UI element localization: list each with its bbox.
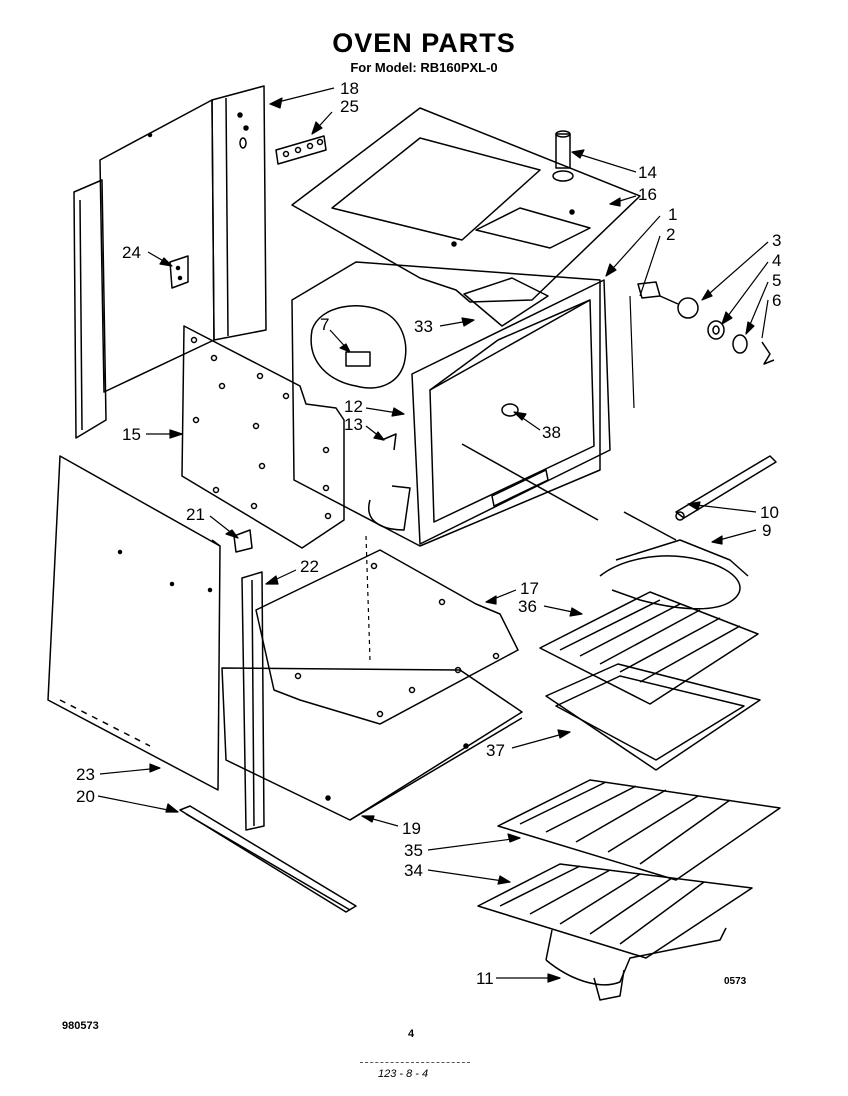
bake-element-bracket bbox=[368, 485, 411, 531]
bake-element-11 bbox=[545, 927, 727, 1001]
callout-9: 9 bbox=[762, 521, 771, 540]
terminal-block-25 bbox=[275, 135, 327, 165]
revision-divider bbox=[360, 1062, 470, 1063]
callout-2: 2 bbox=[666, 225, 675, 244]
model-subtitle: For Model: RB160PXL-0 bbox=[350, 60, 498, 75]
bottom-panel-17 bbox=[255, 549, 519, 725]
callout-34: 34 bbox=[404, 861, 423, 880]
callout-14: 14 bbox=[638, 163, 657, 182]
thermostat-bulb-13 bbox=[381, 433, 397, 451]
callout-18: 18 bbox=[340, 79, 359, 98]
lens-clip-6 bbox=[761, 341, 775, 365]
callout-25: 25 bbox=[340, 97, 359, 116]
callout-37: 37 bbox=[486, 741, 505, 760]
diagram-code: 0573 bbox=[724, 976, 747, 987]
callout-38: 38 bbox=[542, 423, 561, 442]
callout-labels: 18 25 14 16 1 2 3 4 5 6 24 7 33 12 13 38… bbox=[76, 79, 781, 988]
page-title: OVEN PARTS bbox=[332, 28, 516, 58]
broiler-pan-37 bbox=[545, 663, 761, 771]
callout-24: 24 bbox=[122, 243, 141, 262]
light-gasket-4 bbox=[707, 320, 725, 340]
callout-35: 35 bbox=[404, 841, 423, 860]
callout-21: 21 bbox=[186, 505, 205, 524]
callout-17: 17 bbox=[520, 579, 539, 598]
leader-lines bbox=[97, 87, 769, 983]
callout-10: 10 bbox=[760, 503, 779, 522]
callout-33: 33 bbox=[414, 317, 433, 336]
oven-rack-34 bbox=[477, 863, 753, 959]
oven-cavity-1 bbox=[291, 261, 611, 547]
callout-7: 7 bbox=[320, 315, 329, 334]
callout-11: 11 bbox=[476, 969, 494, 988]
callout-23: 23 bbox=[76, 765, 95, 784]
rear-panel-18 bbox=[211, 85, 267, 341]
light-bulb-3 bbox=[659, 295, 699, 319]
document-number: 980573 bbox=[62, 1020, 99, 1032]
callout-6: 6 bbox=[772, 291, 781, 310]
callout-12: 12 bbox=[344, 397, 363, 416]
side-panel-15 bbox=[181, 325, 345, 549]
callout-4: 4 bbox=[772, 251, 781, 270]
side-panel-left bbox=[73, 99, 215, 439]
clip-21 bbox=[233, 529, 253, 553]
front-panel-23 bbox=[47, 455, 221, 791]
top-panel-16 bbox=[291, 107, 641, 327]
callout-36: 36 bbox=[518, 597, 537, 616]
vent-tube-14 bbox=[552, 130, 574, 182]
callout-1: 1 bbox=[668, 205, 677, 224]
revision-code: 123 - 8 - 4 bbox=[378, 1068, 429, 1080]
bake-element-9 bbox=[599, 511, 749, 610]
callout-19: 19 bbox=[402, 819, 421, 838]
trim-strip-20 bbox=[179, 805, 357, 913]
callout-16: 16 bbox=[638, 185, 657, 204]
broiler-grid-36 bbox=[539, 591, 759, 705]
broil-element-10 bbox=[675, 455, 777, 521]
insulation-cutaway bbox=[310, 305, 407, 389]
light-lens-5 bbox=[732, 334, 748, 354]
oven-light-socket-2 bbox=[637, 281, 661, 299]
callout-3: 3 bbox=[772, 231, 781, 250]
callout-15: 15 bbox=[122, 425, 141, 444]
bracket-24 bbox=[169, 255, 189, 289]
element-insulator-38 bbox=[501, 403, 519, 417]
callout-13: 13 bbox=[344, 415, 363, 434]
callout-22: 22 bbox=[300, 557, 319, 576]
oven-rack-35 bbox=[497, 779, 781, 881]
side-channel-22 bbox=[241, 571, 265, 831]
callout-5: 5 bbox=[772, 271, 781, 290]
bottom-panel-19 bbox=[221, 667, 523, 821]
callout-20: 20 bbox=[76, 787, 95, 806]
page-number: 4 bbox=[408, 1028, 415, 1040]
